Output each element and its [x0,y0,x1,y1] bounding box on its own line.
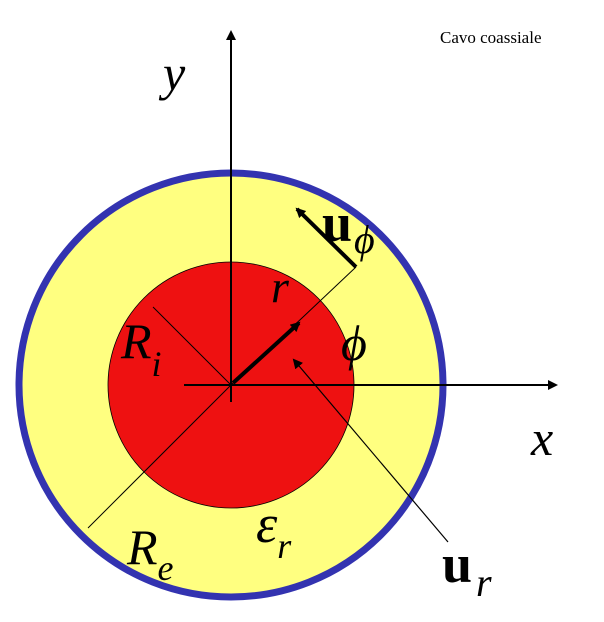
u-r-base: u [442,534,472,594]
r-label: r [271,261,290,312]
u-r-vector [231,321,301,385]
diagram-title: Cavo coassiale [440,28,542,47]
outer-radius-line [87,384,232,529]
permittivity-label: εr [256,494,292,566]
u-phi-base: u [322,193,352,253]
inner-radius-line [152,306,232,386]
u-r-subscript: r [476,560,492,605]
outer-radius-label: Re [126,519,174,588]
x-axis-label: x [530,410,553,466]
u-phi-label: uϕ [322,193,375,262]
inner-radius-base: R [120,313,152,369]
permittivity-base: ε [256,494,278,554]
permittivity-subscript: r [277,526,292,566]
u-phi-vector [295,207,358,269]
phi-label: ϕ [341,315,367,371]
inner-radius-subscript: i [152,344,162,384]
u-phi-subscript: ϕ [354,217,375,262]
outer-radius-base: R [126,519,158,575]
inner-radius-label: Ri [120,313,162,384]
y-axis-label: y [158,45,186,101]
outer-radius-subscript: e [158,548,174,588]
u-r-pointer-line [292,358,449,543]
